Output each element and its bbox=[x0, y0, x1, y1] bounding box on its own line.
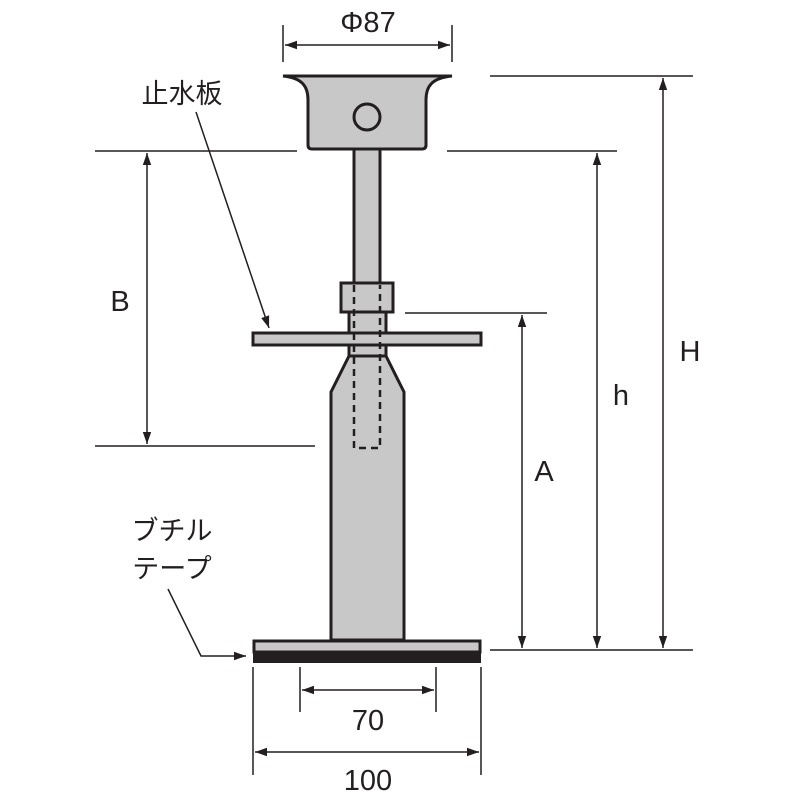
hidden-rod-outline bbox=[352, 285, 382, 450]
butyl-tape bbox=[253, 651, 481, 663]
top-cap bbox=[282, 74, 453, 151]
dim-label-B: B bbox=[110, 286, 129, 318]
dim-100: 100 bbox=[252, 667, 482, 797]
dim-label-phi87: Φ87 bbox=[340, 7, 395, 39]
lock-nut bbox=[339, 281, 395, 314]
pin-hole bbox=[352, 102, 382, 132]
tube-body bbox=[329, 354, 406, 642]
callout-water-stop-plate: 止水板 bbox=[142, 79, 270, 329]
dim-70: 70 bbox=[299, 667, 437, 737]
dim-top-diameter: Φ87 bbox=[282, 7, 453, 62]
label-water-stop-plate: 止水板 bbox=[142, 79, 223, 110]
callout-butyl-tape: ブチル テープ bbox=[132, 516, 246, 661]
dim-label-h: h bbox=[613, 380, 629, 412]
dim-H: H bbox=[490, 75, 701, 651]
dim-label-70: 70 bbox=[352, 705, 384, 737]
dim-B: B bbox=[95, 150, 315, 447]
dim-label-100: 100 bbox=[344, 765, 392, 797]
base-plate bbox=[252, 639, 482, 654]
dim-label-H: H bbox=[680, 336, 701, 368]
dim-label-A: A bbox=[534, 456, 554, 488]
dim-h: h bbox=[447, 150, 629, 648]
label-butyl-tape-1: ブチル bbox=[132, 516, 213, 547]
water-stop-plate bbox=[251, 331, 483, 347]
dim-A: A bbox=[405, 312, 554, 648]
threaded-rod bbox=[352, 147, 382, 285]
label-butyl-tape-2: テープ bbox=[132, 554, 211, 585]
